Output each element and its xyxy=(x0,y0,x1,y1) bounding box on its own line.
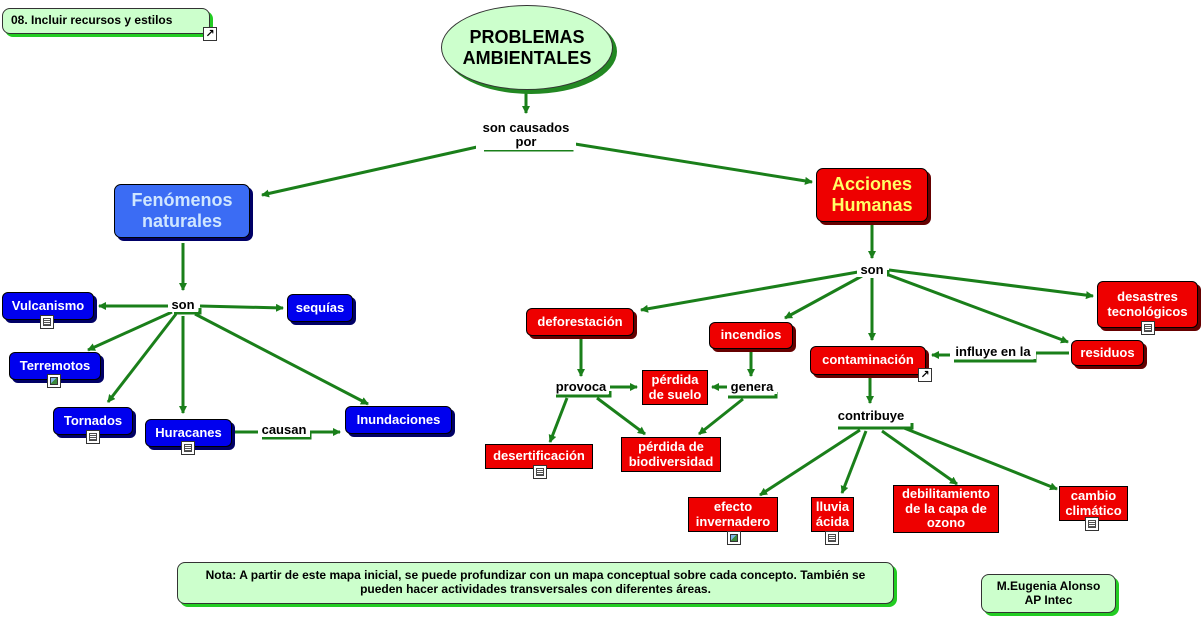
node-incendios[interactable]: incendios xyxy=(709,322,793,349)
node-acciones[interactable]: Acciones Humanas xyxy=(816,168,928,222)
node-perdida-suelo[interactable]: pérdida de suelo xyxy=(642,370,708,405)
node-efecto[interactable]: efecto invernadero xyxy=(688,497,778,532)
image-icon[interactable] xyxy=(47,374,61,388)
phrase-genera: genera xyxy=(727,379,777,395)
node-deforestacion[interactable]: deforestación xyxy=(526,308,634,336)
node-ozono[interactable]: debilitamiento de la capa de ozono xyxy=(893,485,999,533)
node-desastres[interactable]: desastres tecnológicos xyxy=(1097,281,1198,328)
node-lluvia[interactable]: lluvia ácida xyxy=(811,497,854,532)
phrase-son-left: son xyxy=(168,297,198,313)
document-icon[interactable] xyxy=(1141,321,1155,335)
node-perdida-bio[interactable]: pérdida de biodiversidad xyxy=(621,437,721,472)
link-shortcut-icon[interactable]: ↗ xyxy=(203,27,217,41)
phrase-provoca: provoca xyxy=(553,379,609,395)
node-residuos[interactable]: residuos xyxy=(1071,340,1144,366)
phrase-son-right: son xyxy=(857,262,887,278)
document-icon[interactable] xyxy=(86,430,100,444)
phrase-influye: influye en la xyxy=(950,344,1036,360)
node-sequias[interactable]: sequías xyxy=(287,294,353,322)
node-inundaciones[interactable]: Inundaciones xyxy=(345,406,452,434)
document-icon[interactable] xyxy=(181,441,195,455)
document-icon[interactable] xyxy=(1085,517,1099,531)
image-icon[interactable] xyxy=(727,531,741,545)
node-fenomenos[interactable]: Fenómenos naturales xyxy=(114,184,250,238)
node-contaminacion[interactable]: contaminación xyxy=(810,346,926,375)
title-node[interactable]: PROBLEMAS AMBIENTALES xyxy=(441,5,613,90)
phrase-contribuye: contribuye xyxy=(832,408,910,424)
resource-label[interactable]: 08. Incluir recursos y estilos xyxy=(2,8,210,34)
link-shortcut-icon[interactable]: ↗ xyxy=(918,368,932,382)
phrase-causan: causan xyxy=(258,422,310,438)
document-icon[interactable] xyxy=(40,315,54,329)
document-icon[interactable] xyxy=(533,465,547,479)
author-box[interactable]: M.Eugenia Alonso AP Intec xyxy=(981,574,1116,613)
document-icon[interactable] xyxy=(825,531,839,545)
note-box[interactable]: Nota: A partir de este mapa inicial, se … xyxy=(177,562,894,604)
node-cambio[interactable]: cambio climático xyxy=(1059,486,1128,521)
node-tornados[interactable]: Tornados xyxy=(53,407,133,435)
phrase-causados: son causados por xyxy=(476,120,576,150)
